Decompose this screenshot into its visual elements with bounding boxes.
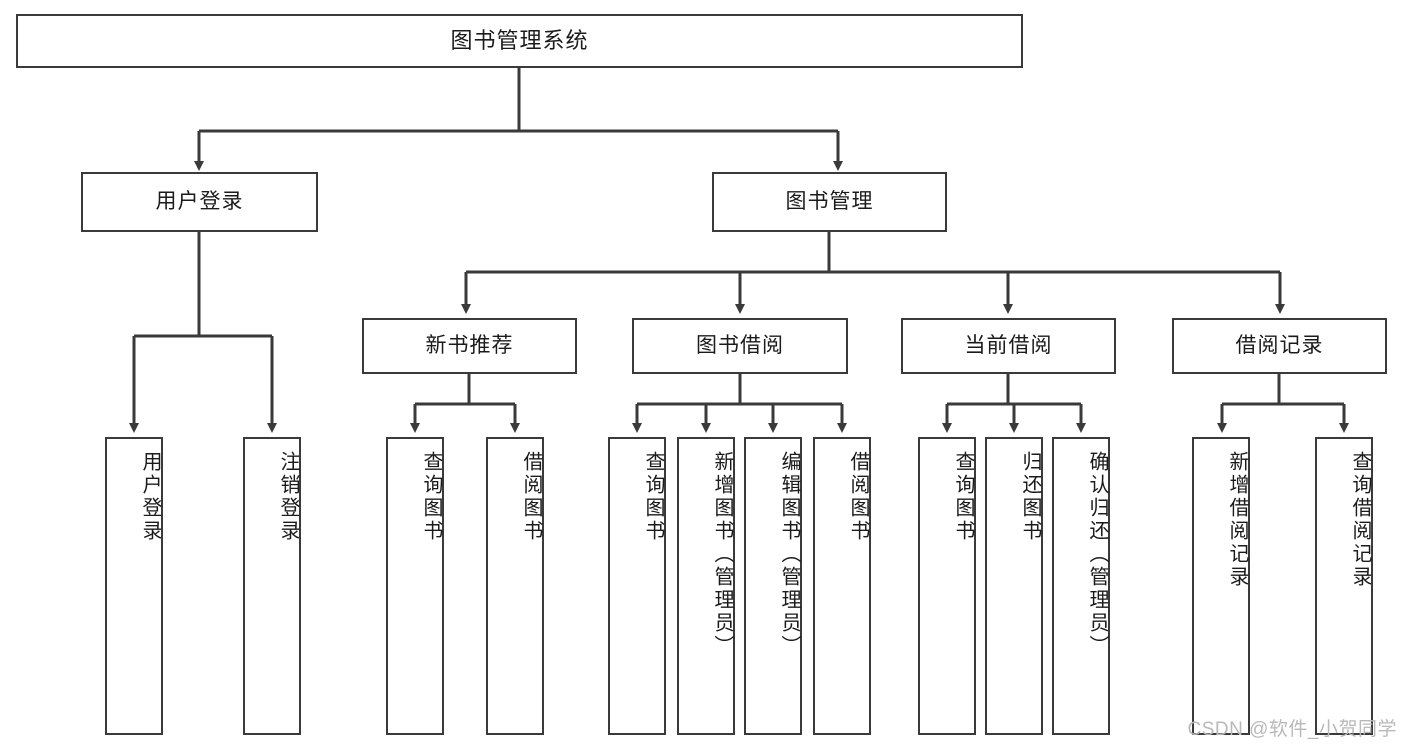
node-label: 当前借阅	[964, 333, 1053, 357]
node-label: 借阅图书	[520, 451, 542, 543]
leaf-current-borrow-query-book[interactable]: 查询图书	[918, 437, 976, 735]
csdn-watermark: CSDN @软件_小贺同学	[1187, 719, 1397, 740]
node-book-management[interactable]: 图书管理	[712, 172, 947, 232]
node-label: 新增图书（管理员）	[711, 451, 733, 658]
node-label: 图书管理	[785, 189, 874, 213]
node-current-borrow[interactable]: 当前借阅	[901, 318, 1116, 374]
node-label: 新增借阅记录	[1226, 451, 1248, 589]
node-label: 查询图书	[952, 451, 974, 543]
leaf-current-borrow-confirm-return-admin[interactable]: 确认归还（管理员）	[1052, 437, 1110, 735]
node-label: 注销登录	[277, 451, 299, 543]
leaf-current-borrow-return-book[interactable]: 归还图书	[985, 437, 1043, 735]
leaf-user-login-login[interactable]: 用户登录	[105, 437, 163, 735]
node-label: 图书借阅	[696, 333, 784, 357]
node-label: 用户登录	[139, 451, 161, 543]
node-label: 查询借阅记录	[1349, 451, 1371, 589]
node-book-borrow[interactable]: 图书借阅	[632, 318, 848, 374]
node-label: 图书管理系统	[450, 28, 589, 54]
node-label: 新书推荐	[425, 333, 514, 357]
node-new-book-recommend[interactable]: 新书推荐	[362, 318, 577, 374]
leaf-book-borrow-borrow-book[interactable]: 借阅图书	[813, 437, 871, 735]
node-label: 查询图书	[642, 451, 664, 543]
node-user-login[interactable]: 用户登录	[81, 172, 318, 232]
leaf-book-borrow-add-book-admin[interactable]: 新增图书（管理员）	[677, 437, 735, 735]
node-label: 确认归还（管理员）	[1086, 451, 1108, 658]
leaf-book-borrow-query-book[interactable]: 查询图书	[608, 437, 666, 735]
leaf-new-book-borrow-book[interactable]: 借阅图书	[486, 437, 544, 735]
node-root-book-management-system[interactable]: 图书管理系统	[16, 14, 1023, 68]
leaf-borrow-record-query-record[interactable]: 查询借阅记录	[1315, 437, 1373, 735]
leaf-book-borrow-edit-book-admin[interactable]: 编辑图书（管理员）	[744, 437, 802, 735]
leaf-user-login-logout[interactable]: 注销登录	[243, 437, 301, 735]
leaf-borrow-record-add-record[interactable]: 新增借阅记录	[1192, 437, 1250, 735]
node-label: 归还图书	[1019, 451, 1041, 543]
node-label: 用户登录	[155, 189, 244, 213]
node-label: 编辑图书（管理员）	[778, 451, 800, 658]
node-label: 借阅图书	[847, 451, 869, 543]
node-label: 借阅记录	[1235, 333, 1324, 357]
node-borrow-record[interactable]: 借阅记录	[1172, 318, 1387, 374]
node-label: 查询图书	[420, 451, 442, 543]
leaf-new-book-query-book[interactable]: 查询图书	[386, 437, 444, 735]
